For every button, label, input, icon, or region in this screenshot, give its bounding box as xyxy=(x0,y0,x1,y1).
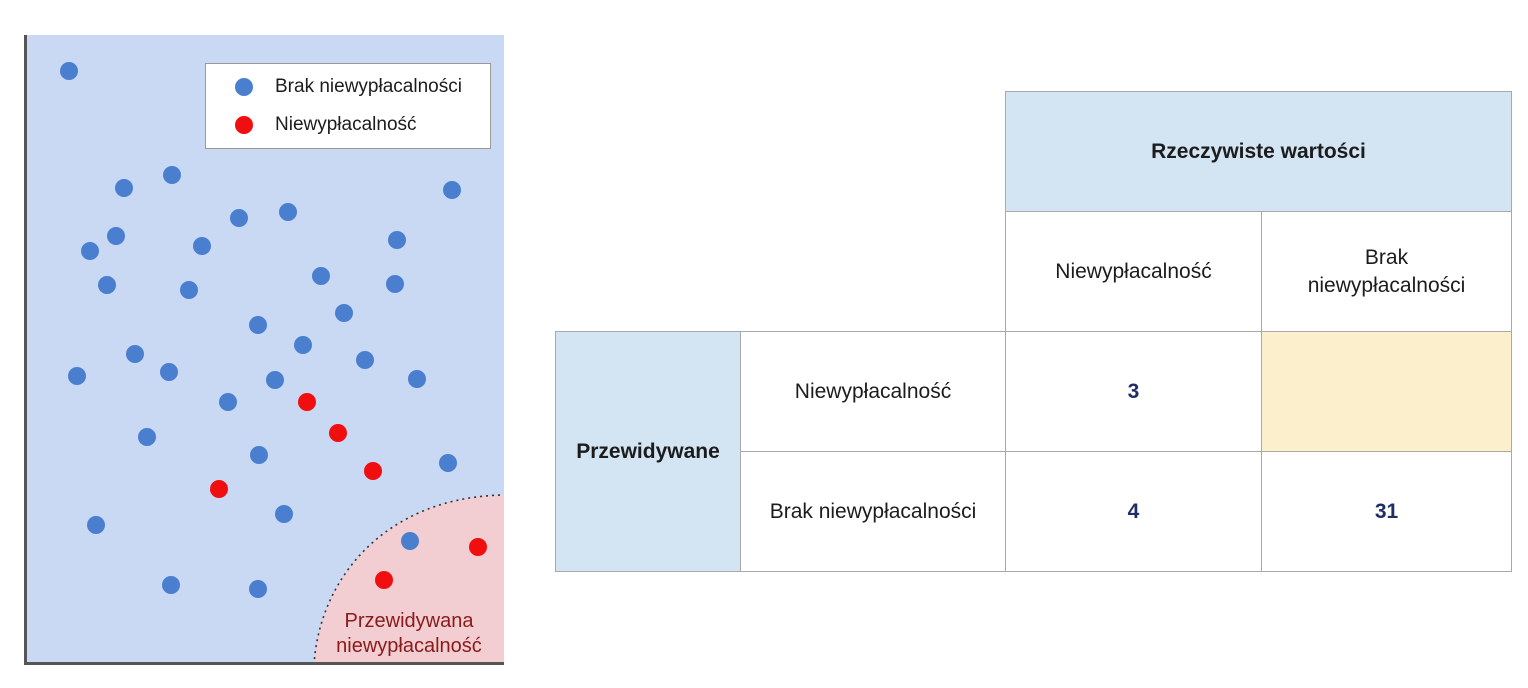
point-no-default xyxy=(386,275,404,293)
legend-marker-red xyxy=(235,116,253,134)
legend-item-default: Niewypłacalność xyxy=(206,109,417,141)
point-no-default xyxy=(138,428,156,446)
legend: Brak niewypłacalności Niewypłacalność xyxy=(205,63,491,149)
point-no-default xyxy=(126,345,144,363)
point-no-default xyxy=(115,179,133,197)
point-no-default xyxy=(98,276,116,294)
point-no-default xyxy=(60,62,78,80)
point-no-default xyxy=(180,281,198,299)
point-no-default xyxy=(230,209,248,227)
cell-true-negative: 31 xyxy=(1261,451,1512,572)
row-header-no-default: Brak niewypłacalności xyxy=(740,451,1006,572)
point-no-default xyxy=(249,580,267,598)
cell-value: 31 xyxy=(1374,499,1399,523)
cell-false-positive xyxy=(1261,331,1512,452)
point-default xyxy=(329,424,347,442)
cell-false-negative: 4 xyxy=(1005,451,1262,572)
region-label: Przewidywana niewypłacalność xyxy=(336,610,482,657)
point-default xyxy=(298,393,316,411)
point-no-default xyxy=(279,203,297,221)
predicted-header-text: Przewidywane xyxy=(576,439,720,463)
cell-true-positive: 3 xyxy=(1005,331,1262,452)
point-no-default xyxy=(439,454,457,472)
point-default xyxy=(469,538,487,556)
point-no-default xyxy=(312,267,330,285)
legend-label: Brak niewypłacalności xyxy=(275,76,462,97)
point-no-default xyxy=(408,370,426,388)
column-header-text: Niewypłacalność xyxy=(1055,259,1212,283)
legend-label: Niewypłacalność xyxy=(275,114,417,135)
point-no-default xyxy=(266,371,284,389)
points-layer xyxy=(60,62,487,598)
cell-value: 3 xyxy=(1127,379,1140,403)
point-default xyxy=(364,462,382,480)
predicted-default-region xyxy=(314,495,504,665)
actual-values-header-text: Rzeczywiste wartości xyxy=(1151,139,1366,163)
scatter-plot: Brak niewypłacalności Niewypłacalność Pr… xyxy=(24,35,504,665)
legend-item-no-default: Brak niewypłacalności xyxy=(206,71,462,103)
row-header-text: Niewypłacalność xyxy=(794,379,952,403)
point-no-default xyxy=(68,367,86,385)
row-header-default: Niewypłacalność xyxy=(740,331,1006,452)
point-no-default xyxy=(443,181,461,199)
point-no-default xyxy=(401,532,419,550)
point-no-default xyxy=(162,576,180,594)
actual-values-header: Rzeczywiste wartości xyxy=(1005,91,1512,212)
point-no-default xyxy=(219,393,237,411)
point-no-default xyxy=(275,505,293,523)
point-no-default xyxy=(163,166,181,184)
column-header-no-default: Brak niewypłacalności xyxy=(1261,211,1512,332)
point-no-default xyxy=(87,516,105,534)
point-default xyxy=(210,480,228,498)
point-no-default xyxy=(193,237,211,255)
point-no-default xyxy=(160,363,178,381)
point-no-default xyxy=(107,227,125,245)
cell-value: 4 xyxy=(1127,499,1140,523)
point-no-default xyxy=(81,242,99,260)
row-header-text: Brak niewypłacalności xyxy=(769,499,977,523)
point-default xyxy=(375,571,393,589)
point-no-default xyxy=(294,336,312,354)
legend-marker-blue xyxy=(235,78,253,96)
predicted-header: Przewidywane xyxy=(555,331,741,572)
point-no-default xyxy=(250,446,268,464)
column-header-default: Niewypłacalność xyxy=(1005,211,1262,332)
column-header-text: Brak niewypłacalności xyxy=(1307,245,1466,297)
point-no-default xyxy=(388,231,406,249)
point-no-default xyxy=(335,304,353,322)
point-no-default xyxy=(249,316,267,334)
point-no-default xyxy=(356,351,374,369)
